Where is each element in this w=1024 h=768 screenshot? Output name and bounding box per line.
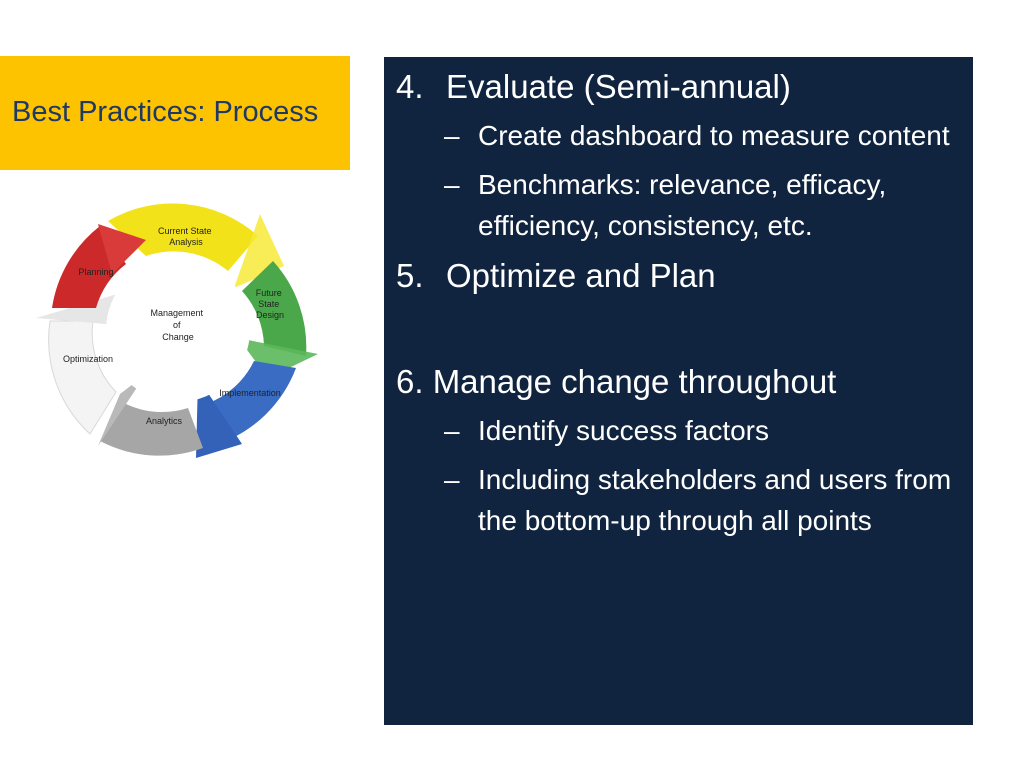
arrowhead-analytics: [98, 374, 146, 446]
ring-segments: [36, 203, 318, 458]
change-cycle-diagram: Management of Change Current State Analy…: [28, 196, 328, 466]
sub-item-success-factors: – Identify success factors: [444, 410, 961, 451]
label-implementation: Implementation: [219, 388, 281, 398]
dash-bullet: –: [444, 464, 460, 495]
arrowhead-optimization: [36, 292, 128, 326]
arrowhead-implementation: [196, 378, 242, 458]
item-manage-change: 6. Manage change throughout: [396, 363, 837, 400]
center-label: Management of Change: [150, 308, 205, 342]
dash-bullet: –: [444, 415, 460, 446]
sub-item-text: Identify success factors: [478, 415, 770, 446]
spacer: [396, 298, 961, 360]
sub-item-stakeholders: – Including stakeholders and users from …: [444, 459, 961, 541]
arrowhead-future-state: [238, 338, 318, 378]
sub-item-benchmarks: – Benchmarks: relevance, efficacy, effic…: [444, 164, 961, 246]
manage-sub-list: – Identify success factors – Including s…: [396, 410, 961, 541]
dash-bullet: –: [444, 169, 460, 200]
dash-bullet: –: [444, 120, 460, 151]
label-analytics: Analytics: [146, 416, 183, 426]
label-planning: Planning: [78, 267, 113, 277]
arrowhead-planning: [98, 224, 146, 274]
cycle-svg: Management of Change Current State Analy…: [36, 203, 318, 458]
sub-item-text: Benchmarks: relevance, efficacy, efficie…: [478, 169, 887, 241]
title-box: Best Practices: Process: [0, 56, 350, 170]
item-text: Evaluate (Semi-annual): [446, 68, 791, 105]
sub-item-dashboard: – Create dashboard to measure content: [444, 115, 961, 156]
sub-item-text: Including stakeholders and users from th…: [478, 464, 952, 536]
item-evaluate: 4. Evaluate (Semi-annual): [396, 65, 961, 109]
segment-optimization: [48, 320, 117, 435]
segment-implementation: [206, 361, 296, 444]
label-future-state: Future State Design: [256, 288, 285, 320]
label-optimization: Optimization: [63, 354, 113, 364]
center-circle: [106, 258, 250, 402]
segment-current-state: [108, 203, 258, 271]
segment-future-state: [242, 261, 307, 356]
segment-analytics: [100, 402, 203, 456]
slide-title: Best Practices: Process: [12, 95, 319, 128]
item-number: 5.: [396, 257, 424, 294]
content-panel: 4. Evaluate (Semi-annual) – Create dashb…: [384, 57, 973, 725]
sub-item-text: Create dashboard to measure content: [478, 120, 950, 151]
label-current-state: Current State Analysis: [158, 226, 214, 247]
item-text: Optimize and Plan: [446, 257, 716, 294]
evaluate-sub-list: – Create dashboard to measure content – …: [396, 115, 961, 246]
item-optimize: 5. Optimize and Plan: [396, 254, 961, 298]
item-number: 4.: [396, 68, 424, 105]
